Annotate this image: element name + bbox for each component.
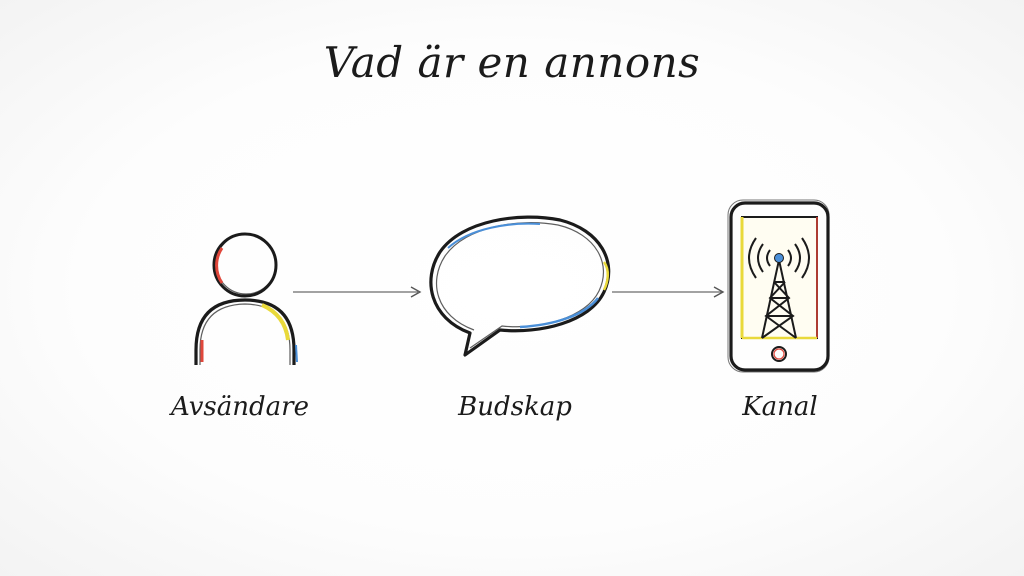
sender-label: Avsändare xyxy=(171,392,309,422)
person-icon xyxy=(194,232,298,365)
page-title: Vad är en annons xyxy=(323,38,701,87)
phone-antenna-icon xyxy=(727,199,830,373)
speech-bubble-icon xyxy=(429,215,611,357)
arrow-message-to-channel xyxy=(612,286,725,298)
arrow-sender-to-message xyxy=(293,286,422,298)
channel-label: Kanal xyxy=(742,392,818,422)
message-label: Budskap xyxy=(458,392,572,422)
